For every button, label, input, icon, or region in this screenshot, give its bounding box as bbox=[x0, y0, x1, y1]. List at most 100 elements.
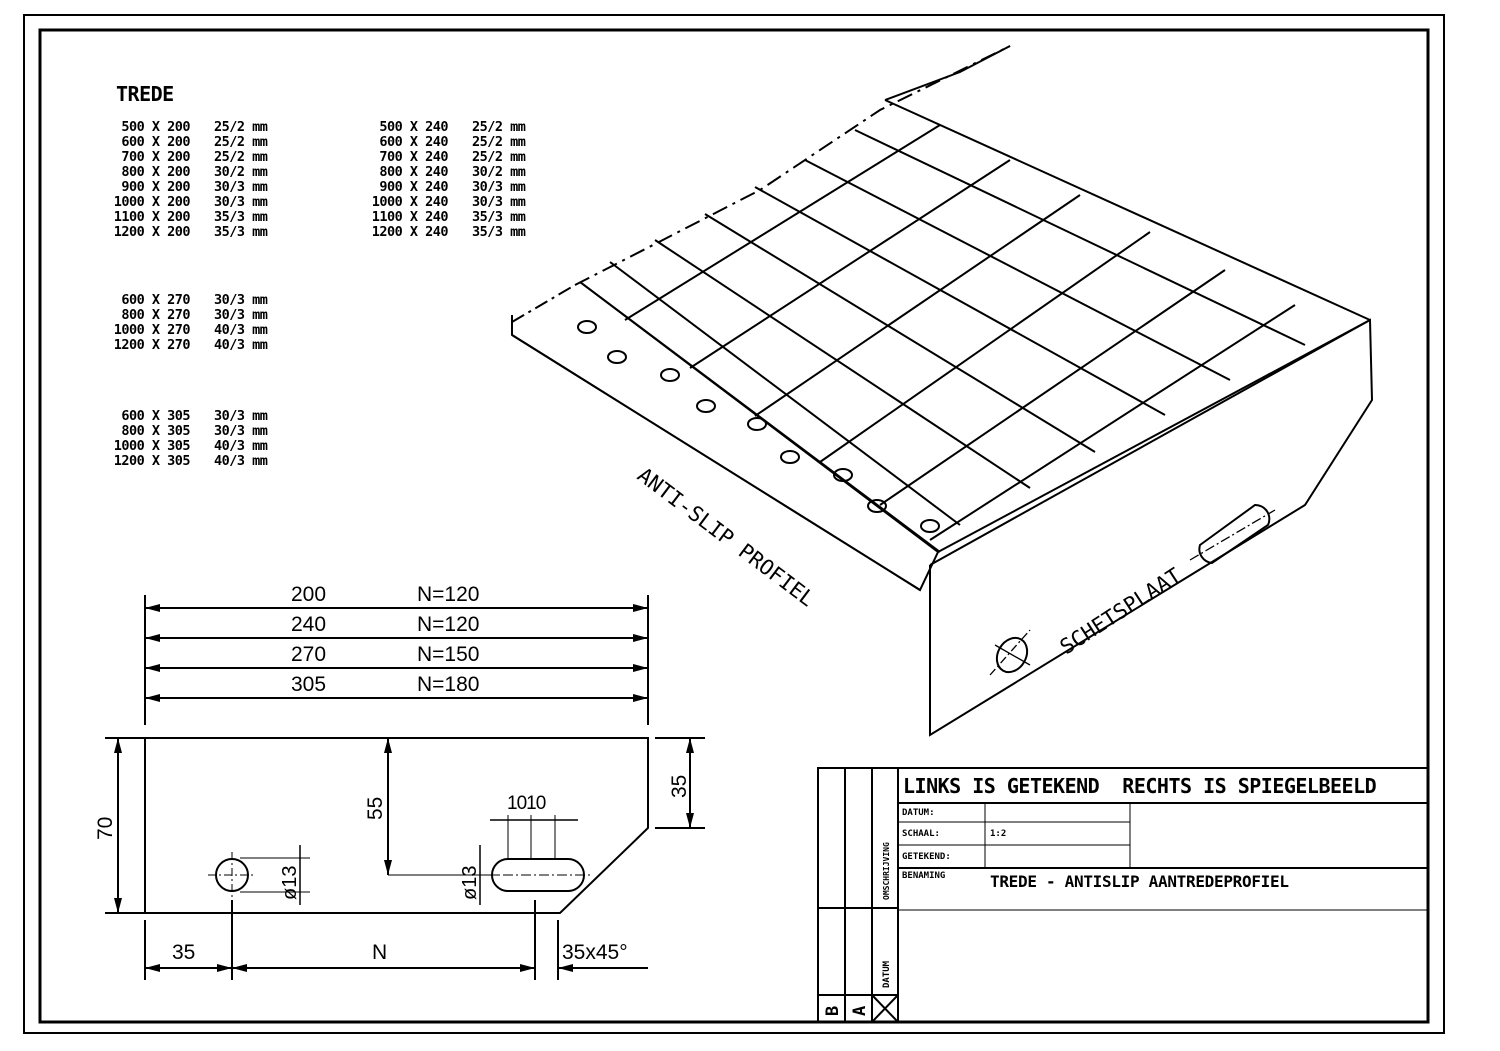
anti-slip-label: ANTI-SLIP PROFIEL bbox=[633, 463, 819, 612]
center-line bbox=[989, 629, 1031, 676]
schaal-value: 1:2 bbox=[990, 829, 1007, 839]
spec-cell: 30/2 mm bbox=[214, 164, 268, 180]
nose-hole bbox=[747, 417, 767, 431]
title-block-header: LINKS IS GETEKEND RECHTS IS SPIEGELBEELD bbox=[903, 774, 1377, 798]
size-cell: 500 X 200 bbox=[121, 119, 190, 135]
width-label: 200 bbox=[291, 583, 327, 606]
spec-cell: 30/2 mm bbox=[472, 164, 526, 180]
spec-cell: 40/3 mm bbox=[214, 337, 268, 353]
grid-bar-long bbox=[854, 129, 1306, 346]
spec-cell: 30/3 mm bbox=[472, 194, 526, 210]
nose-hole bbox=[780, 450, 800, 464]
spec-cell: 25/2 mm bbox=[214, 134, 268, 150]
size-cell: 600 X 305 bbox=[121, 408, 190, 424]
height-35-right-label: 35 bbox=[668, 775, 691, 798]
size-cell: 1000 X 200 bbox=[113, 194, 191, 210]
spec-cell: 30/3 mm bbox=[214, 307, 268, 323]
schetsplaat-label: SCHETSPLAAT bbox=[1056, 563, 1186, 659]
grid-bar-long bbox=[804, 159, 1231, 381]
spec-cell: 35/3 mm bbox=[472, 224, 526, 240]
size-cell: 800 X 240 bbox=[379, 164, 448, 180]
width-label: 270 bbox=[291, 643, 327, 666]
nose-hole bbox=[867, 499, 887, 513]
size-cell: 1100 X 240 bbox=[371, 209, 449, 225]
size-cell: 1000 X 240 bbox=[371, 194, 449, 210]
chamfer-label: 35x45° bbox=[562, 941, 628, 964]
grid-bar-cross bbox=[624, 124, 941, 321]
size-cell: 900 X 200 bbox=[121, 179, 190, 195]
grid-bar-cross bbox=[929, 304, 1296, 541]
grid-bar-cross bbox=[689, 159, 1011, 369]
table-row: 1000 X 240 30/3 mm bbox=[362, 194, 526, 210]
inner-border bbox=[38, 28, 1430, 1024]
n-label: N=150 bbox=[417, 643, 480, 666]
spec-cell: 35/3 mm bbox=[214, 224, 268, 240]
dia-left-label: ø13 bbox=[279, 866, 301, 900]
size-cell: 700 X 200 bbox=[121, 149, 190, 165]
table-row: 1200 X 270 40/3 mm bbox=[104, 337, 268, 353]
center-line bbox=[994, 644, 1031, 666]
schaal-label: SCHAAL: bbox=[902, 829, 940, 839]
width-label: 305 bbox=[291, 673, 327, 696]
omschrijving-label: OMSCHRIJVING bbox=[882, 842, 891, 900]
spec-cell: 25/2 mm bbox=[472, 149, 526, 165]
rev-b-label: B bbox=[823, 1006, 843, 1016]
table-row: 800 X 270 30/3 mm bbox=[104, 307, 268, 323]
size-cell: 900 X 240 bbox=[379, 179, 448, 195]
spec-cell: 25/2 mm bbox=[472, 134, 526, 150]
height-55-label: 55 bbox=[364, 797, 387, 820]
bottom-left-label: 35 bbox=[172, 941, 196, 964]
nose-hole bbox=[920, 519, 940, 533]
datum-label: DATUM: bbox=[902, 808, 935, 818]
datum-vertical-label: DATUM bbox=[882, 960, 892, 988]
size-cell: 800 X 270 bbox=[121, 307, 190, 323]
table-row: 700 X 200 25/2 mm bbox=[104, 149, 268, 165]
nose-hole bbox=[696, 399, 716, 413]
n-label: N=120 bbox=[417, 583, 480, 606]
size-cell: 1000 X 270 bbox=[113, 322, 191, 338]
nose-hole bbox=[833, 468, 853, 482]
profile-outline bbox=[144, 737, 649, 914]
size-cell: 1200 X 270 bbox=[113, 337, 191, 353]
grid-bar-long bbox=[704, 213, 1096, 453]
title-block bbox=[817, 767, 1429, 1023]
spec-cell: 35/3 mm bbox=[472, 209, 526, 225]
spec-cell: 25/2 mm bbox=[472, 119, 526, 135]
size-cell: 1100 X 200 bbox=[113, 209, 191, 225]
spec-cell: 30/3 mm bbox=[214, 194, 268, 210]
spec-cell: 40/3 mm bbox=[214, 438, 268, 454]
break-line-front bbox=[511, 284, 576, 323]
benaming-label: BENAMING bbox=[902, 871, 946, 881]
spec-cell: 25/2 mm bbox=[214, 149, 268, 165]
spec-cell: 25/2 mm bbox=[214, 119, 268, 135]
size-cell: 600 X 270 bbox=[121, 292, 190, 308]
grid-bar-cross bbox=[754, 194, 1081, 417]
size-cell: 800 X 200 bbox=[121, 164, 190, 180]
profile-view bbox=[105, 595, 705, 980]
grid-bar-long bbox=[654, 239, 1031, 489]
spec-cell: 30/3 mm bbox=[214, 408, 268, 424]
nose-bottom-edge bbox=[511, 334, 921, 591]
table-row: 1000 X 200 30/3 mm bbox=[104, 194, 268, 210]
table-row: 600 X 305 30/3 mm bbox=[104, 408, 268, 424]
grid-bar-cross bbox=[879, 269, 1226, 506]
side-plate-top bbox=[937, 319, 1371, 553]
height-70-label: 70 bbox=[94, 817, 117, 840]
size-cell: 1200 X 305 bbox=[113, 453, 191, 469]
break-line-top bbox=[574, 45, 1011, 286]
table-row: 800 X 240 30/2 mm bbox=[362, 164, 526, 180]
table-row: 800 X 200 30/2 mm bbox=[104, 164, 268, 180]
